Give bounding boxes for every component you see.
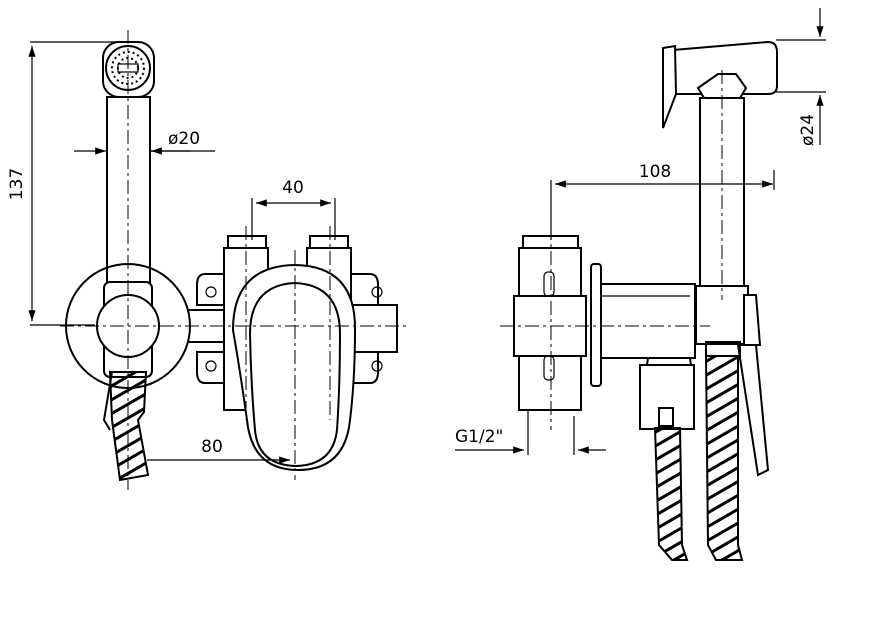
depth-dimension: 80	[147, 437, 290, 464]
thread-size-label: G1/2"	[455, 427, 503, 447]
side-center-lines	[500, 70, 723, 430]
thread-dimension: G1/2"	[455, 410, 606, 455]
side-view: ø24 108	[455, 8, 826, 561]
spray-head	[662, 40, 778, 129]
head-diameter-label: ø24	[798, 114, 818, 146]
front-hose	[102, 371, 150, 482]
height-dimension-label: 137	[7, 168, 27, 200]
inlet-spacing-label: 40	[282, 178, 304, 198]
height-dimension: 137	[7, 41, 120, 326]
handset-diameter-label: ø20	[168, 129, 200, 149]
inlet-spacing-dimension: 40	[251, 178, 336, 240]
side-hoses	[653, 355, 744, 561]
front-view: 137 ø20	[7, 30, 410, 490]
mixer-lever	[231, 263, 357, 472]
center-lines	[60, 30, 410, 490]
handset-diameter-dimension: ø20	[74, 129, 215, 155]
projection-label: 108	[639, 162, 671, 182]
depth-dimension-label: 80	[201, 437, 223, 457]
side-mixer-body	[513, 235, 696, 411]
